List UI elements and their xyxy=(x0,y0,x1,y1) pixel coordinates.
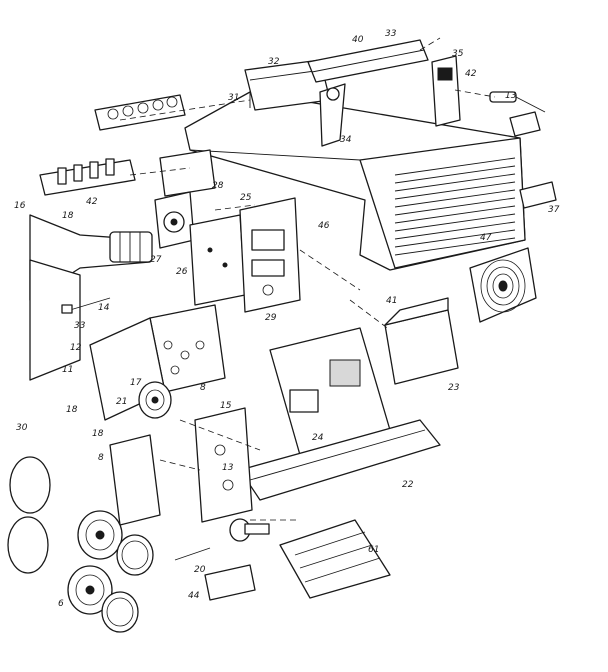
callout-17: 17 xyxy=(130,378,142,388)
callout-13: 13 xyxy=(222,463,234,473)
handle-support-arm xyxy=(319,83,346,147)
corner-clip xyxy=(509,111,541,137)
gear-assembly xyxy=(154,191,195,249)
left-side-bracket xyxy=(109,434,161,526)
cabinet-vent-slots xyxy=(394,157,516,256)
reel-pulley-upper xyxy=(77,510,123,560)
callout-41: 41 xyxy=(386,296,397,306)
reel-pulley-lower xyxy=(67,565,113,615)
callout-20: 20 xyxy=(194,565,206,575)
callout-24: 24 xyxy=(312,433,324,443)
transformer-block xyxy=(384,297,459,385)
callout-18-low: 18 xyxy=(92,429,104,439)
callout-8-upper: 8 xyxy=(200,383,206,393)
callout-8-lower: 8 xyxy=(98,453,104,463)
callout-42-right: 42 xyxy=(465,69,477,79)
tube-shield-frame xyxy=(29,259,81,381)
pinch-roller xyxy=(229,518,270,542)
foot-bracket xyxy=(519,181,557,209)
callout-18-mid: 18 xyxy=(66,405,78,415)
callout-46: 46 xyxy=(318,221,330,231)
main-cabinet xyxy=(184,91,526,271)
callout-27: 27 xyxy=(150,255,162,265)
callout-23: 23 xyxy=(448,383,460,393)
callout-47: 47 xyxy=(480,233,492,243)
callout-40: 40 xyxy=(352,35,364,45)
assembly-leader-lines xyxy=(119,37,496,521)
callout-15: 15 xyxy=(220,401,232,411)
flywheel xyxy=(138,381,172,419)
bottom-bracket xyxy=(279,519,391,599)
callout-61: 61 xyxy=(368,545,379,555)
edge-reel xyxy=(7,456,51,574)
handle-bracket xyxy=(431,55,461,127)
speaker xyxy=(469,247,537,323)
control-module xyxy=(239,197,301,313)
mounting-plate xyxy=(194,407,253,523)
carry-handle xyxy=(307,39,429,83)
callout-26: 26 xyxy=(176,267,188,277)
callout-29: 29 xyxy=(265,313,277,323)
callout-6: 6 xyxy=(58,599,64,609)
drive-mechanism xyxy=(269,327,391,456)
hinge-pin xyxy=(489,91,546,113)
callout-13-top: 13 xyxy=(505,91,517,101)
callout-22: 22 xyxy=(402,480,414,490)
circuit-board xyxy=(189,214,246,306)
callout-18-top: 18 xyxy=(62,211,74,221)
control-knob-strip xyxy=(39,158,136,196)
callout-32: 32 xyxy=(268,57,280,67)
button-panel xyxy=(94,94,186,131)
callout-28: 28 xyxy=(212,181,224,191)
callout-31: 31 xyxy=(228,93,239,103)
callout-33-left: 33 xyxy=(74,321,86,331)
callout-35: 35 xyxy=(452,49,464,59)
callout-11: 11 xyxy=(62,365,73,375)
callout-12: 12 xyxy=(70,343,82,353)
callout-30: 30 xyxy=(16,423,28,433)
chassis-frame xyxy=(239,419,441,501)
callout-33: 33 xyxy=(385,29,397,39)
drive-belt-lower xyxy=(101,591,139,633)
callout-labels: 40 33 32 35 31 34 13 28 25 16 18 42 27 2… xyxy=(14,29,560,609)
callout-16: 16 xyxy=(14,201,26,211)
guide-shaft xyxy=(174,547,256,601)
callout-42-top: 42 xyxy=(86,197,98,207)
callout-14: 14 xyxy=(98,303,110,313)
callout-25: 25 xyxy=(240,193,252,203)
screw-pointer xyxy=(61,297,111,314)
callout-37: 37 xyxy=(548,205,560,215)
cover-plate-small xyxy=(159,149,216,197)
callout-44: 44 xyxy=(188,591,200,601)
callout-34: 34 xyxy=(340,135,352,145)
callout-21: 21 xyxy=(116,397,127,407)
drive-belt-upper xyxy=(116,534,154,576)
